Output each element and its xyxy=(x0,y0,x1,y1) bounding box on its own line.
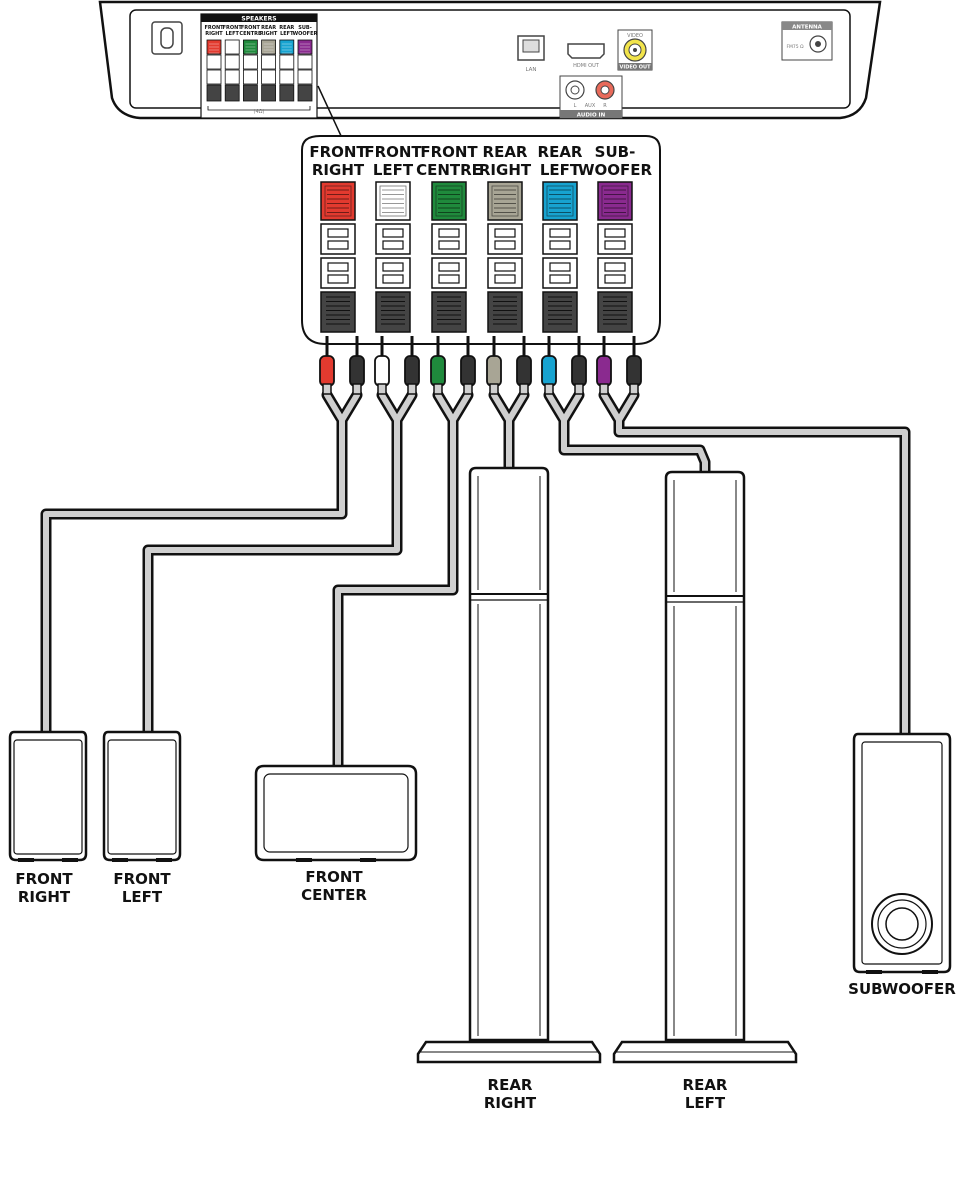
wire-0 xyxy=(43,392,360,737)
front-right-label-line1: FRONT xyxy=(15,870,73,888)
rear-right-speaker xyxy=(416,466,602,1064)
plug xyxy=(460,355,476,387)
callout-leader xyxy=(317,85,343,139)
speaker-terminal-block-small: SPEAKERS FRONTRIGHTFRONTLEFTFRONTCENTRER… xyxy=(200,13,318,119)
rear-panel: SPEAKERS FRONTRIGHTFRONTLEFTFRONTCENTRER… xyxy=(98,0,882,120)
small-terminal-label: WOOFER xyxy=(293,31,318,37)
terminal-label-line1: FRONT xyxy=(364,143,422,161)
terminal-label-line1: REAR xyxy=(538,143,583,161)
rear-left-speaker xyxy=(612,470,798,1064)
front-left-speaker xyxy=(102,730,182,862)
small-terminal-label: RIGHT xyxy=(260,31,278,37)
terminal-label-line1: REAR xyxy=(483,143,528,161)
front-center-speaker xyxy=(254,764,418,862)
terminal-label-line1: SUB- xyxy=(595,143,636,161)
audio-in-label: AUDIO IN xyxy=(577,113,606,119)
plug xyxy=(486,355,502,387)
wire-1 xyxy=(145,392,415,737)
small-terminal-label: FRONT xyxy=(241,25,261,31)
terminal-label-line2: RIGHT xyxy=(479,161,532,179)
wire-3 xyxy=(491,392,527,473)
small-terminal xyxy=(206,39,222,102)
hdmi-out-port: HDMI OUT xyxy=(567,43,605,69)
subwoofer-label: SUBWOOFER xyxy=(848,980,956,998)
antenna-jack: ANTENNA FM75 Ω xyxy=(781,21,833,61)
wire-5 xyxy=(601,392,908,739)
plug xyxy=(571,355,587,387)
lan-label: LAN xyxy=(525,67,536,73)
wire-plugs xyxy=(319,336,642,395)
plug xyxy=(404,355,420,387)
plug xyxy=(430,355,446,387)
plug xyxy=(626,355,642,387)
small-terminal-label: LEFT xyxy=(225,31,239,37)
video-label: VIDEO xyxy=(627,33,643,39)
power-socket-icon xyxy=(151,21,183,55)
plug xyxy=(516,355,532,387)
rear-left-label-line2: LEFT xyxy=(685,1094,726,1112)
terminal-sub-woofer: SUB-WOOFER xyxy=(578,143,653,333)
small-terminal-label: FRONT xyxy=(204,25,224,31)
small-terminal-label: REAR xyxy=(261,25,276,31)
video-out-jack: VIDEO VIDEO OUT xyxy=(617,29,653,71)
subwoofer-driver-icon xyxy=(871,893,933,955)
terminal-label-line2: WOOFER xyxy=(578,161,653,179)
small-terminal-label: FRONT xyxy=(223,25,243,31)
front-center-label-line2: CENTER xyxy=(301,886,367,904)
terminal-label-line1: FRONT xyxy=(309,143,367,161)
wire-4 xyxy=(546,392,708,477)
hdmi-out-label: HDMI OUT xyxy=(573,63,600,69)
plug xyxy=(349,355,365,387)
front-right-label-line2: RIGHT xyxy=(18,888,71,906)
terminal-label-line2: LEFT xyxy=(540,161,581,179)
speaker-labels: FRONT RIGHT FRONT LEFT FRONT CENTER REAR… xyxy=(15,868,956,1112)
small-terminal xyxy=(261,39,277,102)
small-terminal xyxy=(297,39,313,102)
rear-right-label-line1: REAR xyxy=(488,1076,533,1094)
video-out-label: VIDEO OUT xyxy=(619,65,651,71)
front-center-label-line1: FRONT xyxy=(305,868,363,886)
small-terminal-label: REAR xyxy=(279,25,294,31)
wire-2 xyxy=(335,392,471,771)
lan-port: LAN xyxy=(517,35,545,73)
terminal-label-line1: FRONT xyxy=(420,143,478,161)
small-terminal-label: SUB- xyxy=(298,25,312,31)
aux-r-label: R xyxy=(603,103,607,109)
aux-l-label: L xyxy=(574,103,577,109)
small-terminal-label: LEFT xyxy=(280,31,294,37)
fm-label: FM75 Ω xyxy=(786,44,804,50)
rear-left-label-line1: REAR xyxy=(683,1076,728,1094)
plug xyxy=(374,355,390,387)
impedance-label: (4Ω) xyxy=(254,109,265,115)
aux-label: AUX xyxy=(585,103,596,109)
audio-in-jacks: L AUX R AUDIO IN xyxy=(559,75,623,119)
front-right-speaker xyxy=(8,730,88,862)
small-terminal xyxy=(242,39,258,102)
small-terminal xyxy=(279,39,295,102)
front-left-label-line2: LEFT xyxy=(122,888,163,906)
terminal-label-line2: LEFT xyxy=(373,161,414,179)
small-terminal xyxy=(224,39,240,102)
plug xyxy=(596,355,612,387)
terminal-label-line2: RIGHT xyxy=(312,161,365,179)
terminal-label-line2: CENTRE xyxy=(416,161,482,179)
antenna-label: ANTENNA xyxy=(792,25,823,31)
small-terminal-label: CENTRE xyxy=(239,31,262,37)
front-left-label-line1: FRONT xyxy=(113,870,171,888)
rear-right-label-line2: RIGHT xyxy=(484,1094,537,1112)
speaker-terminal-block-enlarged: FRONTRIGHTFRONTLEFTFRONTCENTREREARRIGHTR… xyxy=(301,135,661,345)
speaker-wires xyxy=(40,389,911,774)
plug xyxy=(541,355,557,387)
plug xyxy=(319,355,335,387)
subwoofer-speaker xyxy=(852,732,952,974)
speakers-header: SPEAKERS xyxy=(241,16,276,23)
small-terminal-label: RIGHT xyxy=(205,31,223,37)
